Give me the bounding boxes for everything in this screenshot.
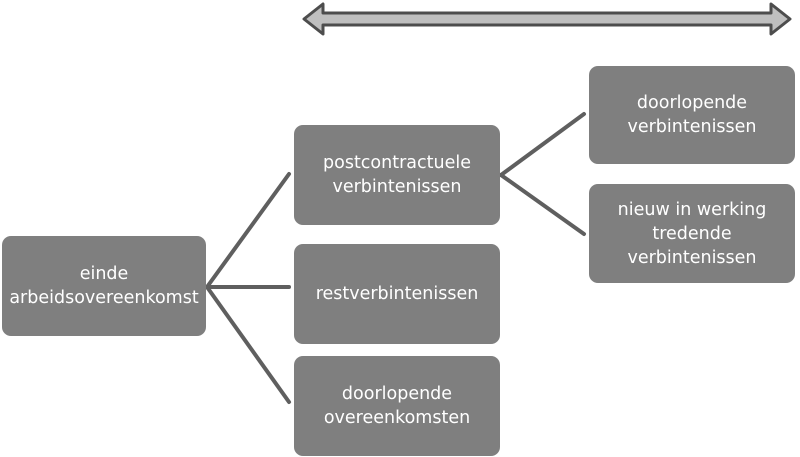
node-label: einde arbeidsovereenkomst bbox=[9, 264, 199, 308]
node-label: postcontractuele verbintenissen bbox=[323, 153, 471, 197]
node-continuing-agreements: doorlopende overeenkomsten bbox=[294, 356, 500, 456]
node-end-of-employment-contract: einde arbeidsovereenkomst bbox=[2, 236, 206, 336]
connector-root-to-postcontractual bbox=[205, 172, 291, 289]
node-residual-obligations: restverbintenissen bbox=[294, 244, 500, 344]
node-label: restverbintenissen bbox=[315, 284, 479, 304]
node-continuing-obligations: doorlopende verbintenissen bbox=[589, 66, 795, 164]
node-label: doorlopende overeenkomsten bbox=[323, 384, 471, 428]
connector-postcontractual-to-continuing-obligations bbox=[499, 112, 586, 177]
timeline-double-arrow bbox=[302, 2, 792, 36]
connector-postcontractual-to-new-obligations bbox=[499, 173, 586, 236]
node-label: doorlopende verbintenissen bbox=[627, 93, 757, 137]
connector-root-to-continuing-agreements bbox=[205, 285, 291, 404]
node-label: nieuw in werking tredende verbintenissen bbox=[617, 199, 767, 268]
node-newly-effective-obligations: nieuw in werking tredende verbintenissen bbox=[589, 184, 795, 283]
node-postcontractual-obligations: postcontractuele verbintenissen bbox=[294, 125, 500, 225]
